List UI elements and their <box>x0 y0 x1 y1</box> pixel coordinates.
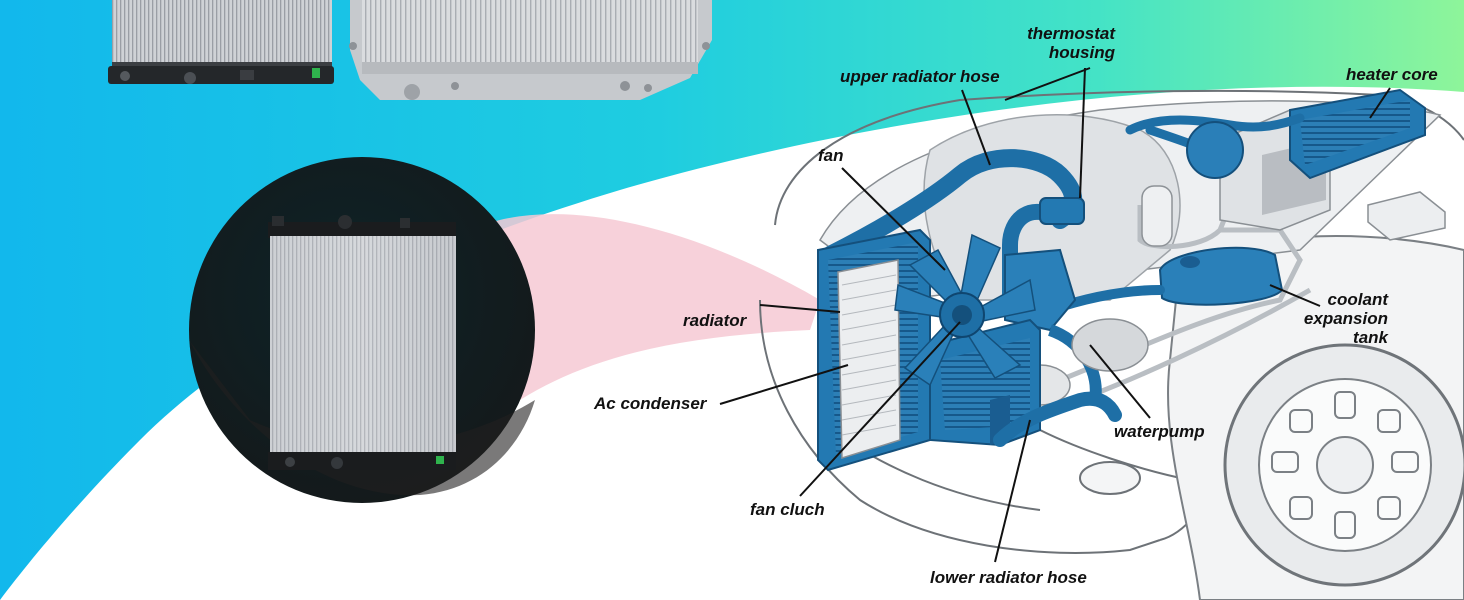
label-waterpump: waterpump <box>1114 422 1205 441</box>
lower-radiator-hose-shape <box>993 391 1122 447</box>
coolant-tank-shape <box>1158 246 1284 306</box>
featured-radiator-circle <box>189 157 535 503</box>
label-coolant-expansion-tank: coolant expansion tank <box>1303 290 1388 347</box>
leader-fan-cluch <box>799 321 961 497</box>
leader-heater-core <box>1369 87 1391 119</box>
leader-lines <box>719 67 1391 563</box>
label-thermostat-housing: thermostat housing <box>1027 24 1115 62</box>
leader-coolant-tank <box>1269 284 1321 307</box>
label-ac-condenser: Ac condenser <box>594 394 707 413</box>
heater-core-unit <box>1289 88 1426 180</box>
leader-thermostat-2 <box>1004 67 1091 101</box>
leader-ac-condenser <box>719 364 849 405</box>
leader-lower-hose <box>994 419 1031 563</box>
blower-motor <box>1186 121 1244 179</box>
leader-fan <box>841 167 946 271</box>
thermostat-housing-shape <box>1039 197 1085 225</box>
leader-thermostat-1 <box>1079 67 1086 199</box>
ac-condenser-unit <box>837 259 901 460</box>
wheel <box>1223 343 1464 587</box>
ac-receiver <box>1141 185 1173 247</box>
leader-upper-hose <box>961 89 991 166</box>
label-lower-radiator-hose: lower radiator hose <box>930 568 1087 587</box>
label-fan-cluch: fan cluch <box>750 500 825 519</box>
label-fan: fan <box>818 146 844 165</box>
label-upper-radiator-hose: upper radiator hose <box>840 67 1000 86</box>
label-radiator: radiator <box>683 311 747 330</box>
radiator-thumbnail-1 <box>108 0 334 84</box>
leader-radiator <box>759 304 841 313</box>
fan-shape <box>894 233 1036 387</box>
radiator-thumbnail-2 <box>349 0 712 100</box>
leader-waterpump <box>1089 344 1151 419</box>
highlight-beam <box>470 214 820 400</box>
label-heater-core: heater core <box>1346 65 1438 84</box>
control-module <box>1367 191 1446 241</box>
